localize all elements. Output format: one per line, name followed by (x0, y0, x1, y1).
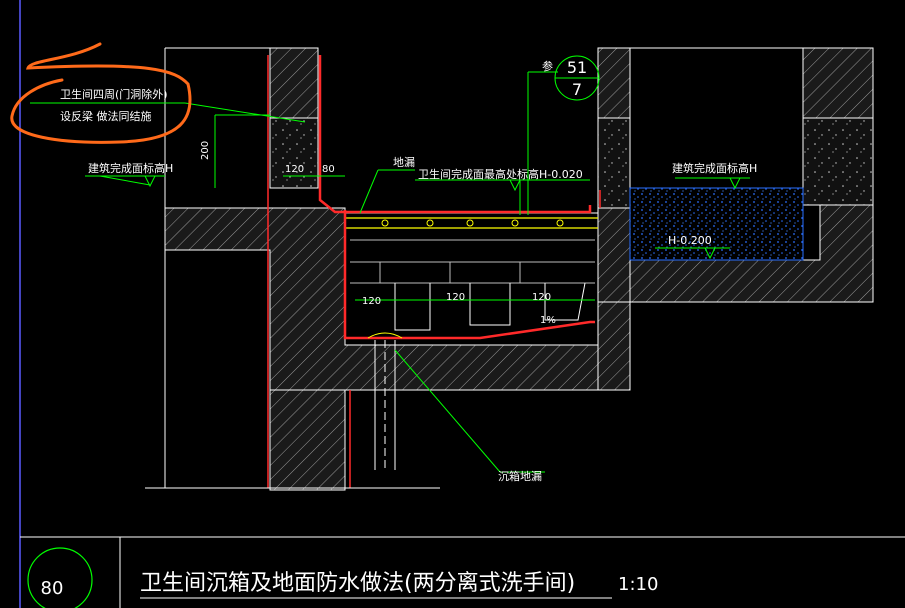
detail-scale: 1:10 (618, 574, 658, 595)
dim-120-c: 120 (532, 292, 551, 303)
concrete-structure (164, 47, 874, 491)
right-level-label: H-0.200 (668, 234, 712, 247)
detail-title: 卫生间沉箱及地面防水做法(两分离式洗手间) (140, 571, 575, 596)
dim-120-a: 120 (362, 296, 381, 307)
ref-detail-number: 7 (572, 80, 582, 99)
leader-lines (30, 71, 750, 473)
dimension-texts: 200 120 80 120 120 120 1% (200, 141, 556, 326)
dim-120-b: 120 (446, 292, 465, 303)
reference-callout: 51 7 参 (542, 55, 600, 101)
right-floor-screed (629, 187, 804, 261)
left-floor-label: 建筑完成面标高H (88, 161, 173, 175)
wall-note-line2: 设反梁 做法同结施 (60, 109, 152, 123)
drain-pipe (367, 332, 403, 470)
title-block: 80 卫生间沉箱及地面防水做法(两分离式洗手间) 1:10 (27, 547, 658, 608)
annotation-texts: 卫生间四周(门洞除外) 设反梁 做法同结施 建筑完成面标高H 建筑完成面标高H … (60, 87, 757, 483)
waterproof-membrane (267, 55, 601, 488)
top-slab-rebar (345, 217, 598, 229)
level-markers (144, 175, 741, 260)
sink-drain-label: 沉箱地漏 (498, 469, 542, 483)
ref-sheet-number: 51 (567, 58, 587, 77)
dim-200: 200 (200, 141, 211, 160)
dim-80: 80 (322, 164, 335, 175)
floor-drain-label: 地漏 (393, 156, 415, 169)
masonry-infill (269, 117, 874, 209)
ref-prefix: 参 (542, 59, 553, 73)
wall-note-line1: 卫生间四周(门洞除外) (60, 87, 168, 101)
right-floor-label: 建筑完成面标高H (672, 161, 757, 175)
wall-outlines (145, 47, 874, 489)
dim-120-top: 120 (285, 164, 304, 175)
detail-number: 80 (41, 578, 64, 599)
hand-drawn-highlight (10, 42, 192, 144)
slope-label: 1% (540, 315, 556, 326)
toilet-level-label: 卫生间完成面最高处标高H-0.020 (418, 167, 583, 181)
